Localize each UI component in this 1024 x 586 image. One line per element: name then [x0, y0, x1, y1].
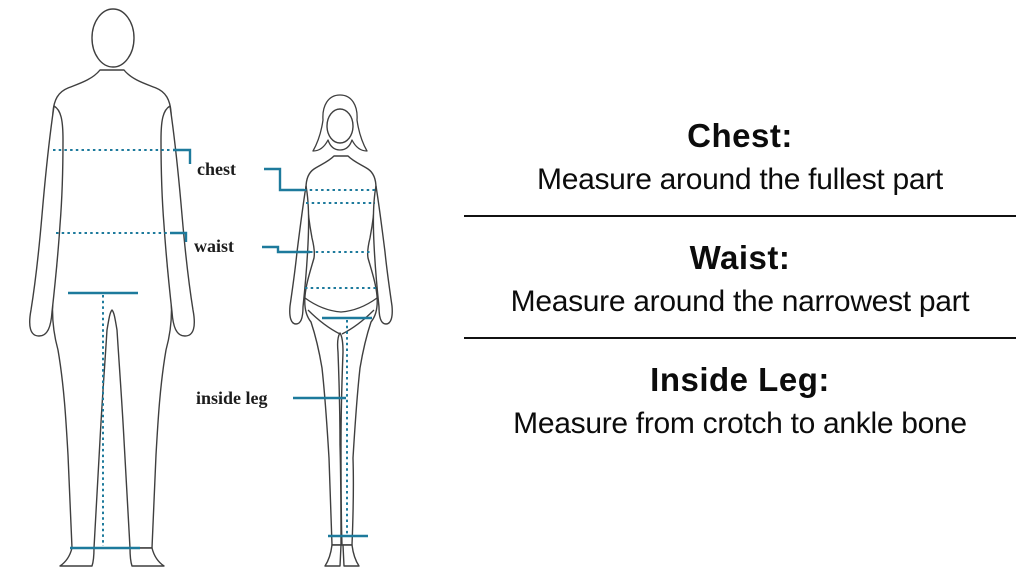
divider [464, 215, 1016, 217]
female-swimsuit [304, 297, 378, 313]
waist-label-connector-right [262, 245, 310, 254]
measurement-diagram-pane: chest waist inside leg [0, 0, 460, 586]
chest-label: chest [197, 159, 236, 179]
female-right-arm [372, 185, 393, 325]
inside-leg-heading: Inside Leg: [650, 361, 830, 398]
female-right-foot [342, 544, 360, 567]
female-swimsuit-leg-left [307, 309, 341, 335]
male-head [91, 8, 135, 68]
male-right-foot [129, 547, 165, 567]
measurement-diagram: chest waist inside leg [29, 8, 393, 567]
chest-section: Chest: Measure around the fullest part [464, 111, 1016, 211]
inside-leg-description: Measure from crotch to ankle bone [513, 407, 967, 440]
female-head [326, 108, 354, 144]
chest-description: Measure around the fullest part [537, 163, 943, 196]
male-figure [29, 8, 195, 567]
waist-label: waist [194, 236, 234, 256]
chest-label-connector-right [264, 167, 304, 192]
waist-section: Waist: Measure around the narrowest part [464, 233, 1016, 333]
female-swimsuit-leg-right [341, 309, 375, 335]
male-left-arm [29, 105, 64, 337]
inside-leg-label: inside leg [196, 388, 268, 408]
measurement-lines: chest waist inside leg [53, 148, 377, 550]
inside-leg-section: Inside Leg: Measure from crotch to ankle… [464, 355, 1016, 455]
male-body [51, 69, 173, 549]
waist-label-connector-left [170, 231, 188, 242]
female-figure [289, 94, 393, 567]
instructions-pane: Chest: Measure around the fullest part W… [460, 0, 1024, 586]
female-left-foot [324, 544, 342, 567]
chest-label-connector-left [173, 148, 192, 164]
divider [464, 337, 1016, 339]
male-right-arm [160, 105, 195, 337]
waist-description: Measure around the narrowest part [510, 285, 970, 318]
waist-heading: Waist: [689, 239, 791, 276]
male-left-foot [59, 547, 95, 567]
chest-heading: Chest: [687, 117, 793, 154]
female-body [304, 155, 378, 546]
